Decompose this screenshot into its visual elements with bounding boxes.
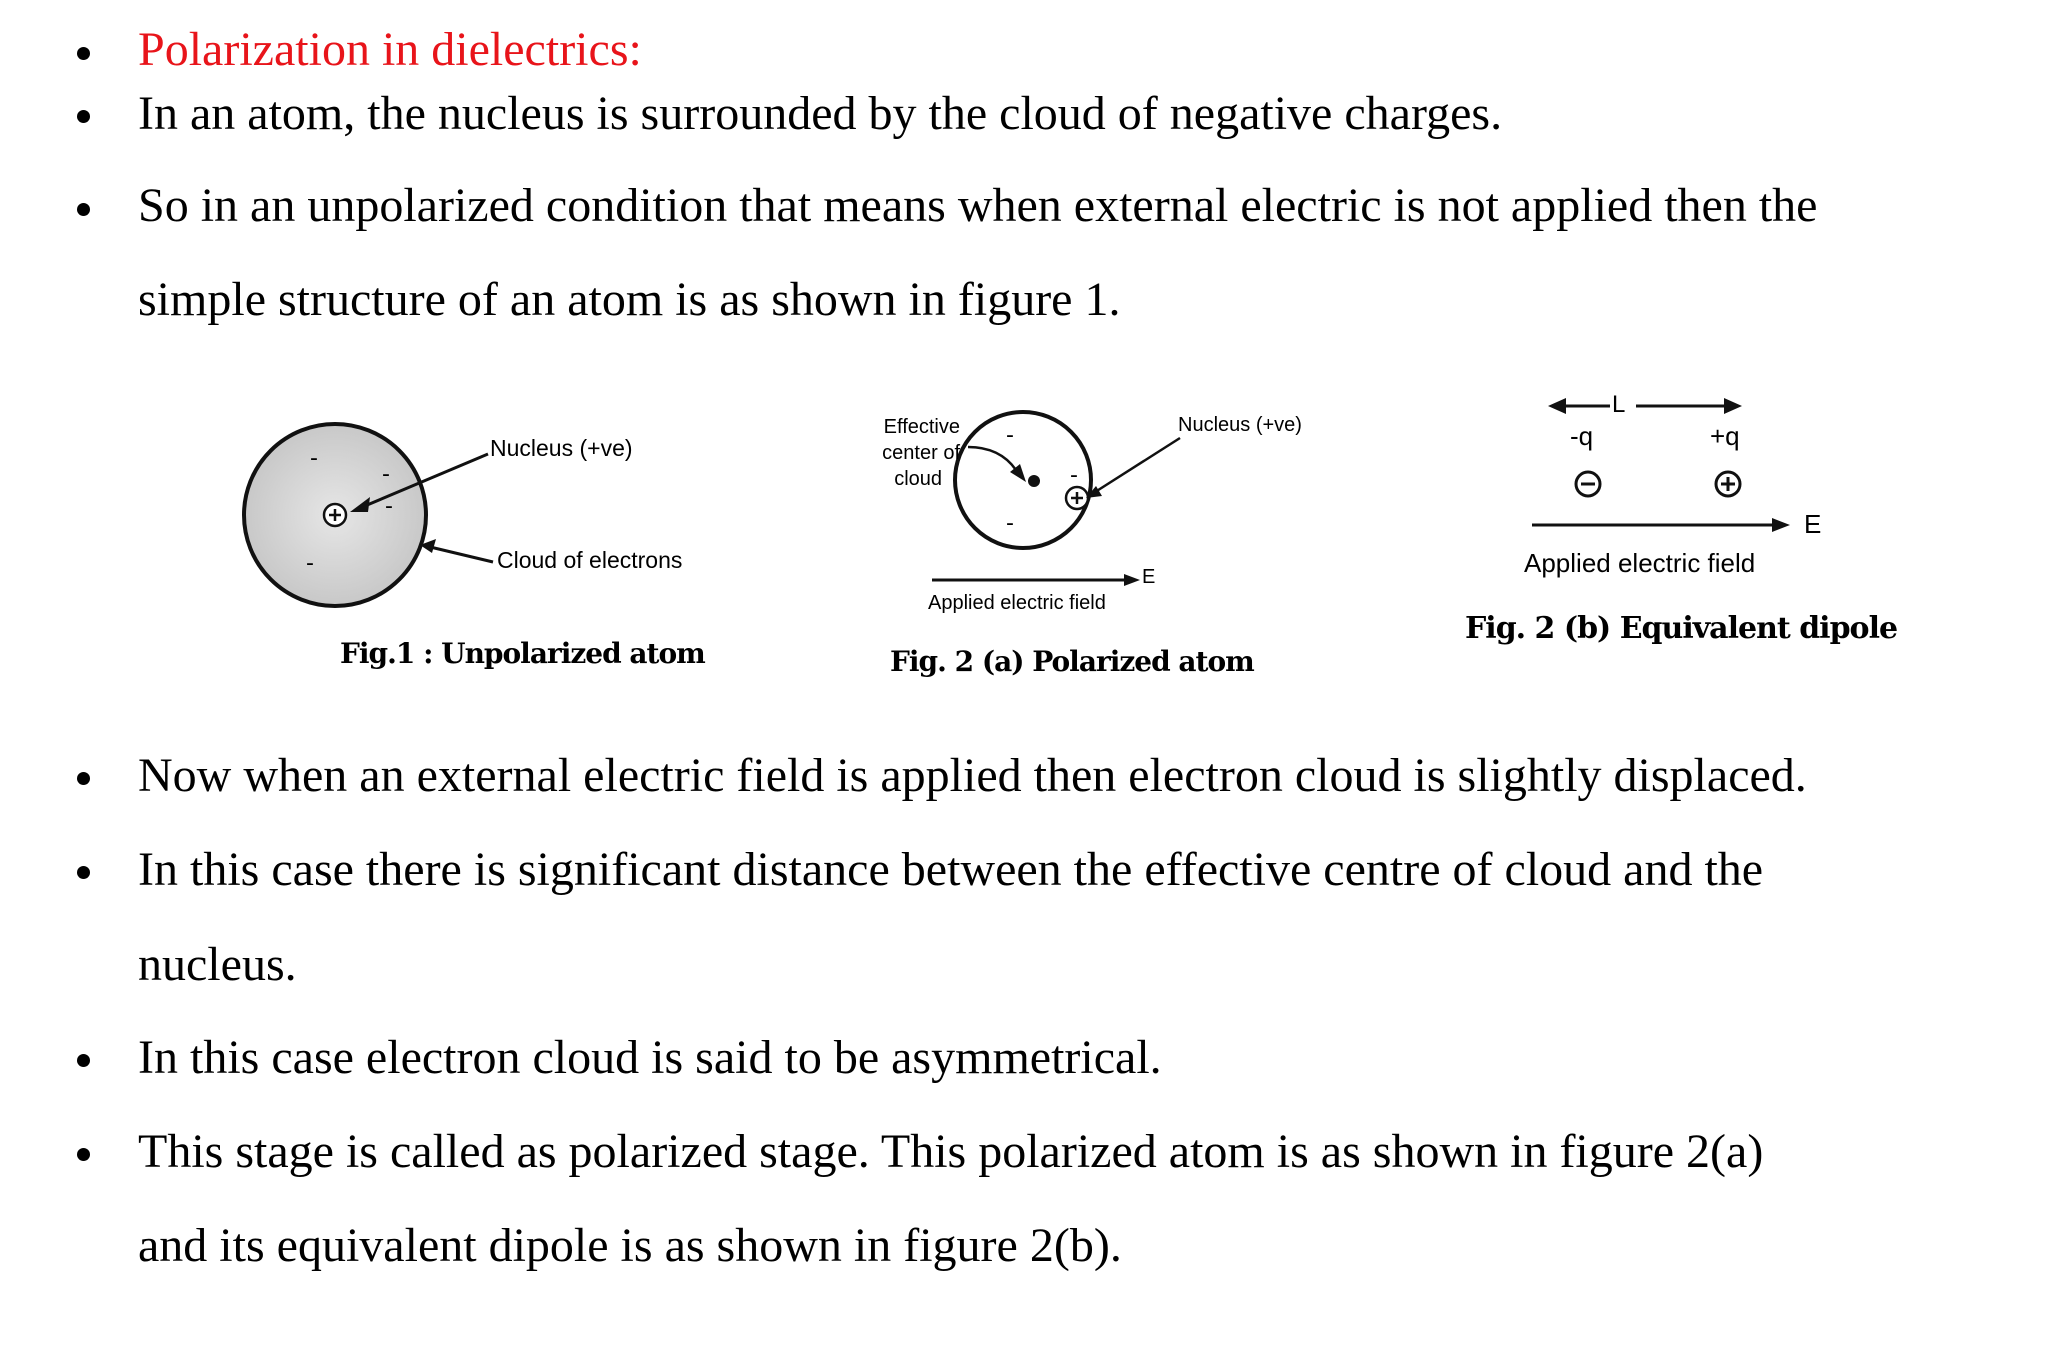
field-label: Applied electric field: [928, 592, 1106, 614]
heading-title: Polarization in dielectrics:: [138, 23, 642, 76]
svg-text:-: -: [310, 446, 318, 471]
bullet-text-continued: nucleus.: [138, 938, 297, 991]
bullet-text: Now when an external electric field is a…: [138, 749, 1807, 802]
figure-1-unpolarized-atom: - - - - Nucleus (+ve) Cloud of electrons…: [230, 405, 750, 685]
figure-2a-polarized-atom: - - - Effective center of cloud Nucleus …: [840, 400, 1360, 700]
bullet-text-continued: simple structure of an atom is as shown …: [138, 273, 1121, 326]
field-label: Applied electric field: [1524, 548, 1756, 578]
bullet-dot: [77, 772, 90, 785]
figure-2b-diagram: [1532, 398, 1790, 532]
cloud-label: Cloud of electrons: [497, 547, 683, 573]
figure-1-diagram: - - - -: [242, 422, 494, 608]
bullet-dot: [77, 203, 90, 216]
bullet-text-continued: and its equivalent dipole is as shown in…: [138, 1219, 1122, 1272]
bullet-dot: [77, 1148, 90, 1161]
nucleus-label: Nucleus (+ve): [1178, 414, 1302, 436]
svg-text:-: -: [1070, 463, 1078, 488]
bullet-dot: [77, 47, 90, 60]
field-symbol: E: [1142, 566, 1156, 588]
bullet-text: This stage is called as polarized stage.…: [138, 1125, 1764, 1178]
figure-1-caption: Fig.1 : Unpolarized atom: [340, 637, 706, 670]
nucleus-label: Nucleus (+ve): [490, 435, 633, 461]
effective-center-label: Effective center of cloud: [882, 416, 960, 490]
field-symbol: E: [1804, 509, 1822, 539]
svg-text:-: -: [306, 551, 314, 576]
bullet-text: In this case electron cloud is said to b…: [138, 1031, 1162, 1084]
negative-charge-label: -q: [1570, 421, 1594, 451]
effective-center: [1028, 475, 1040, 487]
figure-2b-equivalent-dipole: L -q +q E Applied electric field Fig. 2 …: [1460, 385, 1940, 665]
length-label: L: [1612, 391, 1626, 418]
figure-2b-caption: Fig. 2 (b) Equivalent dipole: [1465, 611, 1898, 646]
bullet-dot: [77, 110, 90, 123]
positive-charge-label: +q: [1710, 421, 1740, 451]
bullet-text: So in an unpolarized condition that mean…: [138, 179, 1818, 232]
figure-2a-caption: Fig. 2 (a) Polarized atom: [890, 645, 1255, 678]
bullet-text: In an atom, the nucleus is surrounded by…: [138, 87, 1503, 140]
bullet-dot: [77, 1054, 90, 1067]
figure-2a-diagram: - - -: [932, 410, 1181, 586]
svg-text:-: -: [1006, 511, 1014, 536]
svg-text:-: -: [1006, 423, 1014, 448]
bullet-text: In this case there is significant distan…: [138, 843, 1764, 896]
bullet-dot: [77, 866, 90, 879]
svg-text:-: -: [382, 462, 390, 487]
svg-text:-: -: [385, 494, 393, 519]
